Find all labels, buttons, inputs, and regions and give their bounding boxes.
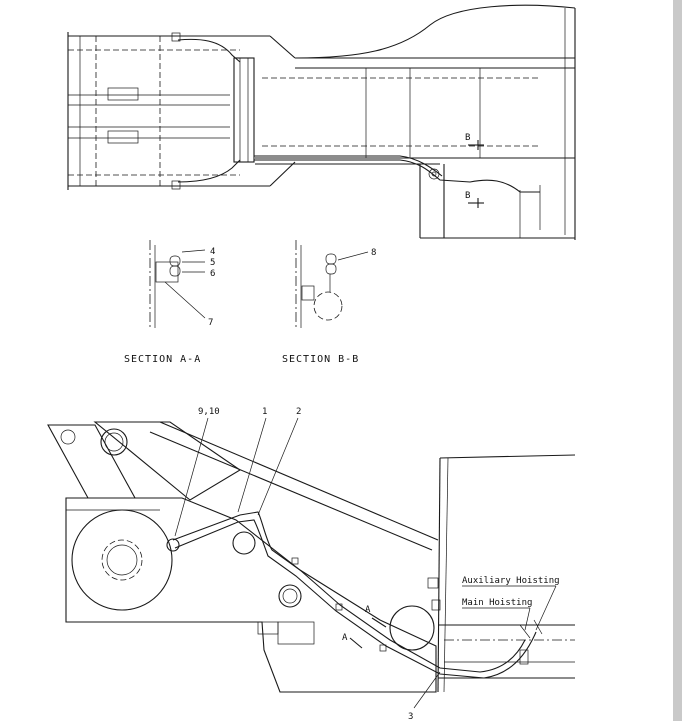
top-plan-view: B B [67,4,576,240]
callout-5: 5 [210,258,215,268]
section-b-b-view: 8 SECTION B-B [282,240,376,365]
callout-2: 2 [296,407,301,417]
side-elevation-view: A A 9,10 1 2 3 Auxiliary Hoisting Main H… [47,407,576,721]
section-b-callout-lower: B [465,191,470,201]
section-b-callout-upper: B [465,133,470,143]
callout-3: 3 [408,712,413,721]
callout-9-10: 9,10 [198,407,220,417]
section-b-b-title: SECTION B-B [282,354,359,365]
callout-8: 8 [371,248,376,258]
section-a-a-view: 4 5 6 7 SECTION A-A [124,240,215,365]
section-a-callout-upper: A [365,605,371,615]
callout-6: 6 [210,269,215,279]
auxiliary-hoisting-label: Auxiliary Hoisting [462,576,560,586]
callout-4: 4 [210,247,215,257]
section-a-callout-lower: A [342,633,348,643]
callout-7: 7 [208,318,213,328]
main-hoisting-label: Main Hoisting [462,598,532,608]
page-edge-shadow [673,0,682,721]
section-a-a-title: SECTION A-A [124,354,201,365]
callout-1: 1 [262,407,267,417]
